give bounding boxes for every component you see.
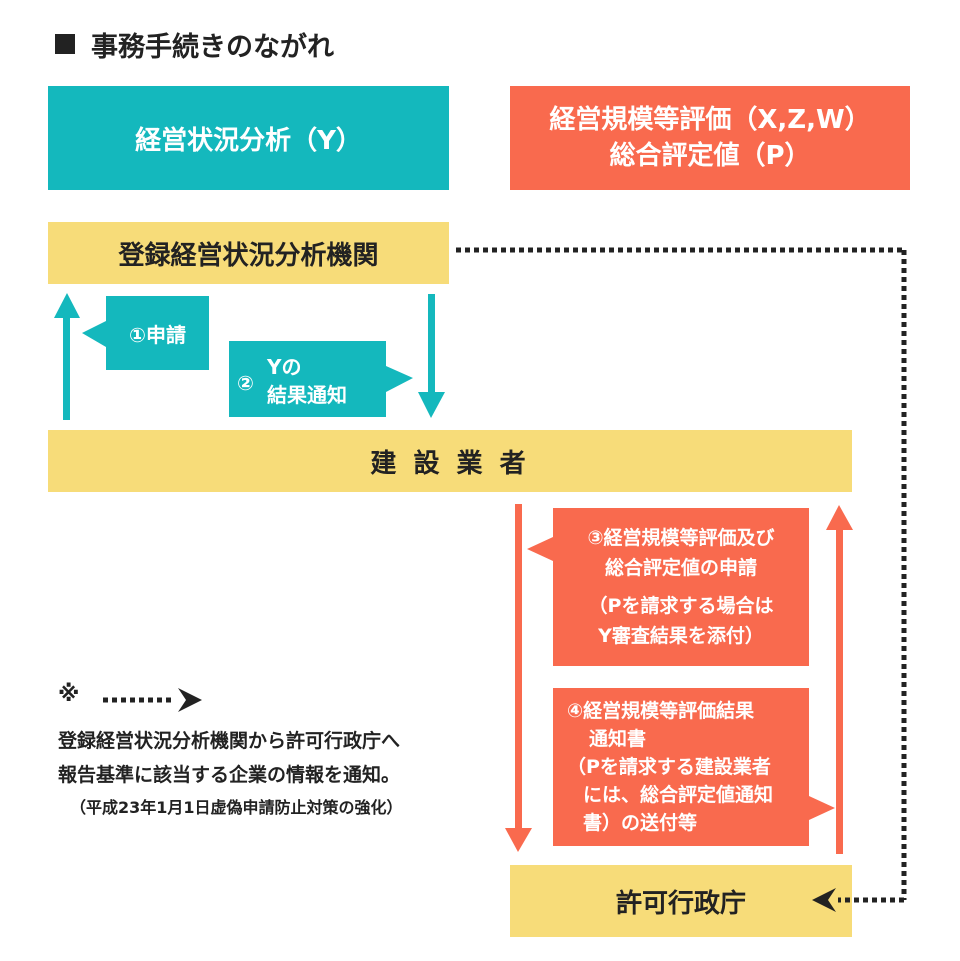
note-line2: 報告基準に該当する企業の情報を通知。 bbox=[58, 764, 401, 786]
keiei-kibo-hyoka-box: 経営規模等評価（X,Z,W） 総合評定値（P） bbox=[510, 86, 910, 190]
callout-step4-line4: には、総合評定値通知 bbox=[583, 784, 774, 806]
coral-down-arrow bbox=[505, 504, 532, 852]
callout-pointer-step3 bbox=[527, 537, 553, 561]
toroku-kikan-label: 登録経営状況分析機関 bbox=[118, 240, 379, 271]
callout-step4: ④経営規模等評価結果 通知書 （Pを請求する建設業者 には、総合評定値通知 書）… bbox=[553, 688, 809, 846]
callout-kekka-line1: Yの bbox=[267, 355, 302, 379]
keiei-jokyo-bunseki-box: 経営状況分析（Y） bbox=[48, 86, 449, 190]
keiei-kibo-hyoka-label: 経営規模等評価（X,Z,W） bbox=[549, 104, 871, 135]
callout-step4-line1: ④経営規模等評価結果 bbox=[567, 700, 755, 722]
callout-kekka-tsuchi: ② Yの 結果通知 bbox=[229, 341, 386, 417]
callout-kekka-line2: 結果通知 bbox=[267, 383, 347, 407]
note-line1: 登録経営状況分析機関から許可行政庁へ bbox=[58, 730, 401, 752]
kyoka-gyoseicho-box: 許可行政庁 bbox=[510, 865, 852, 937]
note-line3: （平成23年1月1日虚偽申請防止対策の強化） bbox=[70, 798, 403, 817]
kyoka-gyoseicho-label: 許可行政庁 bbox=[615, 888, 746, 919]
callout-shinsei-label: ①申請 bbox=[129, 322, 186, 347]
diagram-title: 事務手続きのながれ bbox=[55, 26, 334, 63]
kensetsu-gyosha-box: 建 設 業 者 bbox=[48, 430, 852, 492]
kensetsu-gyosha-label: 建 設 業 者 bbox=[370, 448, 530, 479]
teal-down-arrow bbox=[418, 294, 445, 418]
teal-up-arrow bbox=[54, 293, 80, 420]
callout-step4-line3: （Pを請求する建設業者 bbox=[567, 756, 771, 778]
dotted-report-route bbox=[456, 247, 907, 912]
callout-step3: ③経営規模等評価及び 総合評定値の申請 （Pを請求する場合は Y審査結果を添付） bbox=[553, 508, 809, 666]
title-text: 事務手続きのながれ bbox=[91, 31, 334, 63]
coral-up-arrow bbox=[826, 505, 853, 854]
callout-step4-line5: 書）の送付等 bbox=[583, 812, 698, 834]
callout-step3-line4: Y審査結果を添付） bbox=[598, 625, 764, 647]
callout-pointer-step4 bbox=[809, 796, 835, 820]
callout-shinsei: ①申請 bbox=[106, 296, 209, 370]
callout-step3-line2: 総合評定値の申請 bbox=[604, 557, 757, 579]
callout-kekka-number: ② bbox=[237, 371, 254, 395]
toroku-kikan-box: 登録経営状況分析機関 bbox=[48, 222, 449, 284]
callout-step3-line3: （Pを請求する場合は bbox=[588, 595, 774, 617]
keiei-jokyo-bunseki-label: 経営状況分析（Y） bbox=[135, 125, 362, 156]
callout-step4-line2: 通知書 bbox=[589, 728, 647, 750]
callout-pointer-shinsei bbox=[82, 321, 106, 347]
callout-step3-line1: ③経営規模等評価及び bbox=[587, 527, 775, 549]
sogo-hyoteichi-label: 総合評定値（P） bbox=[609, 141, 811, 171]
title-square-icon bbox=[55, 34, 75, 54]
note-mark: ※ bbox=[58, 682, 80, 707]
note-dotted-arrow bbox=[103, 688, 202, 712]
callout-pointer-kekka bbox=[386, 366, 413, 392]
